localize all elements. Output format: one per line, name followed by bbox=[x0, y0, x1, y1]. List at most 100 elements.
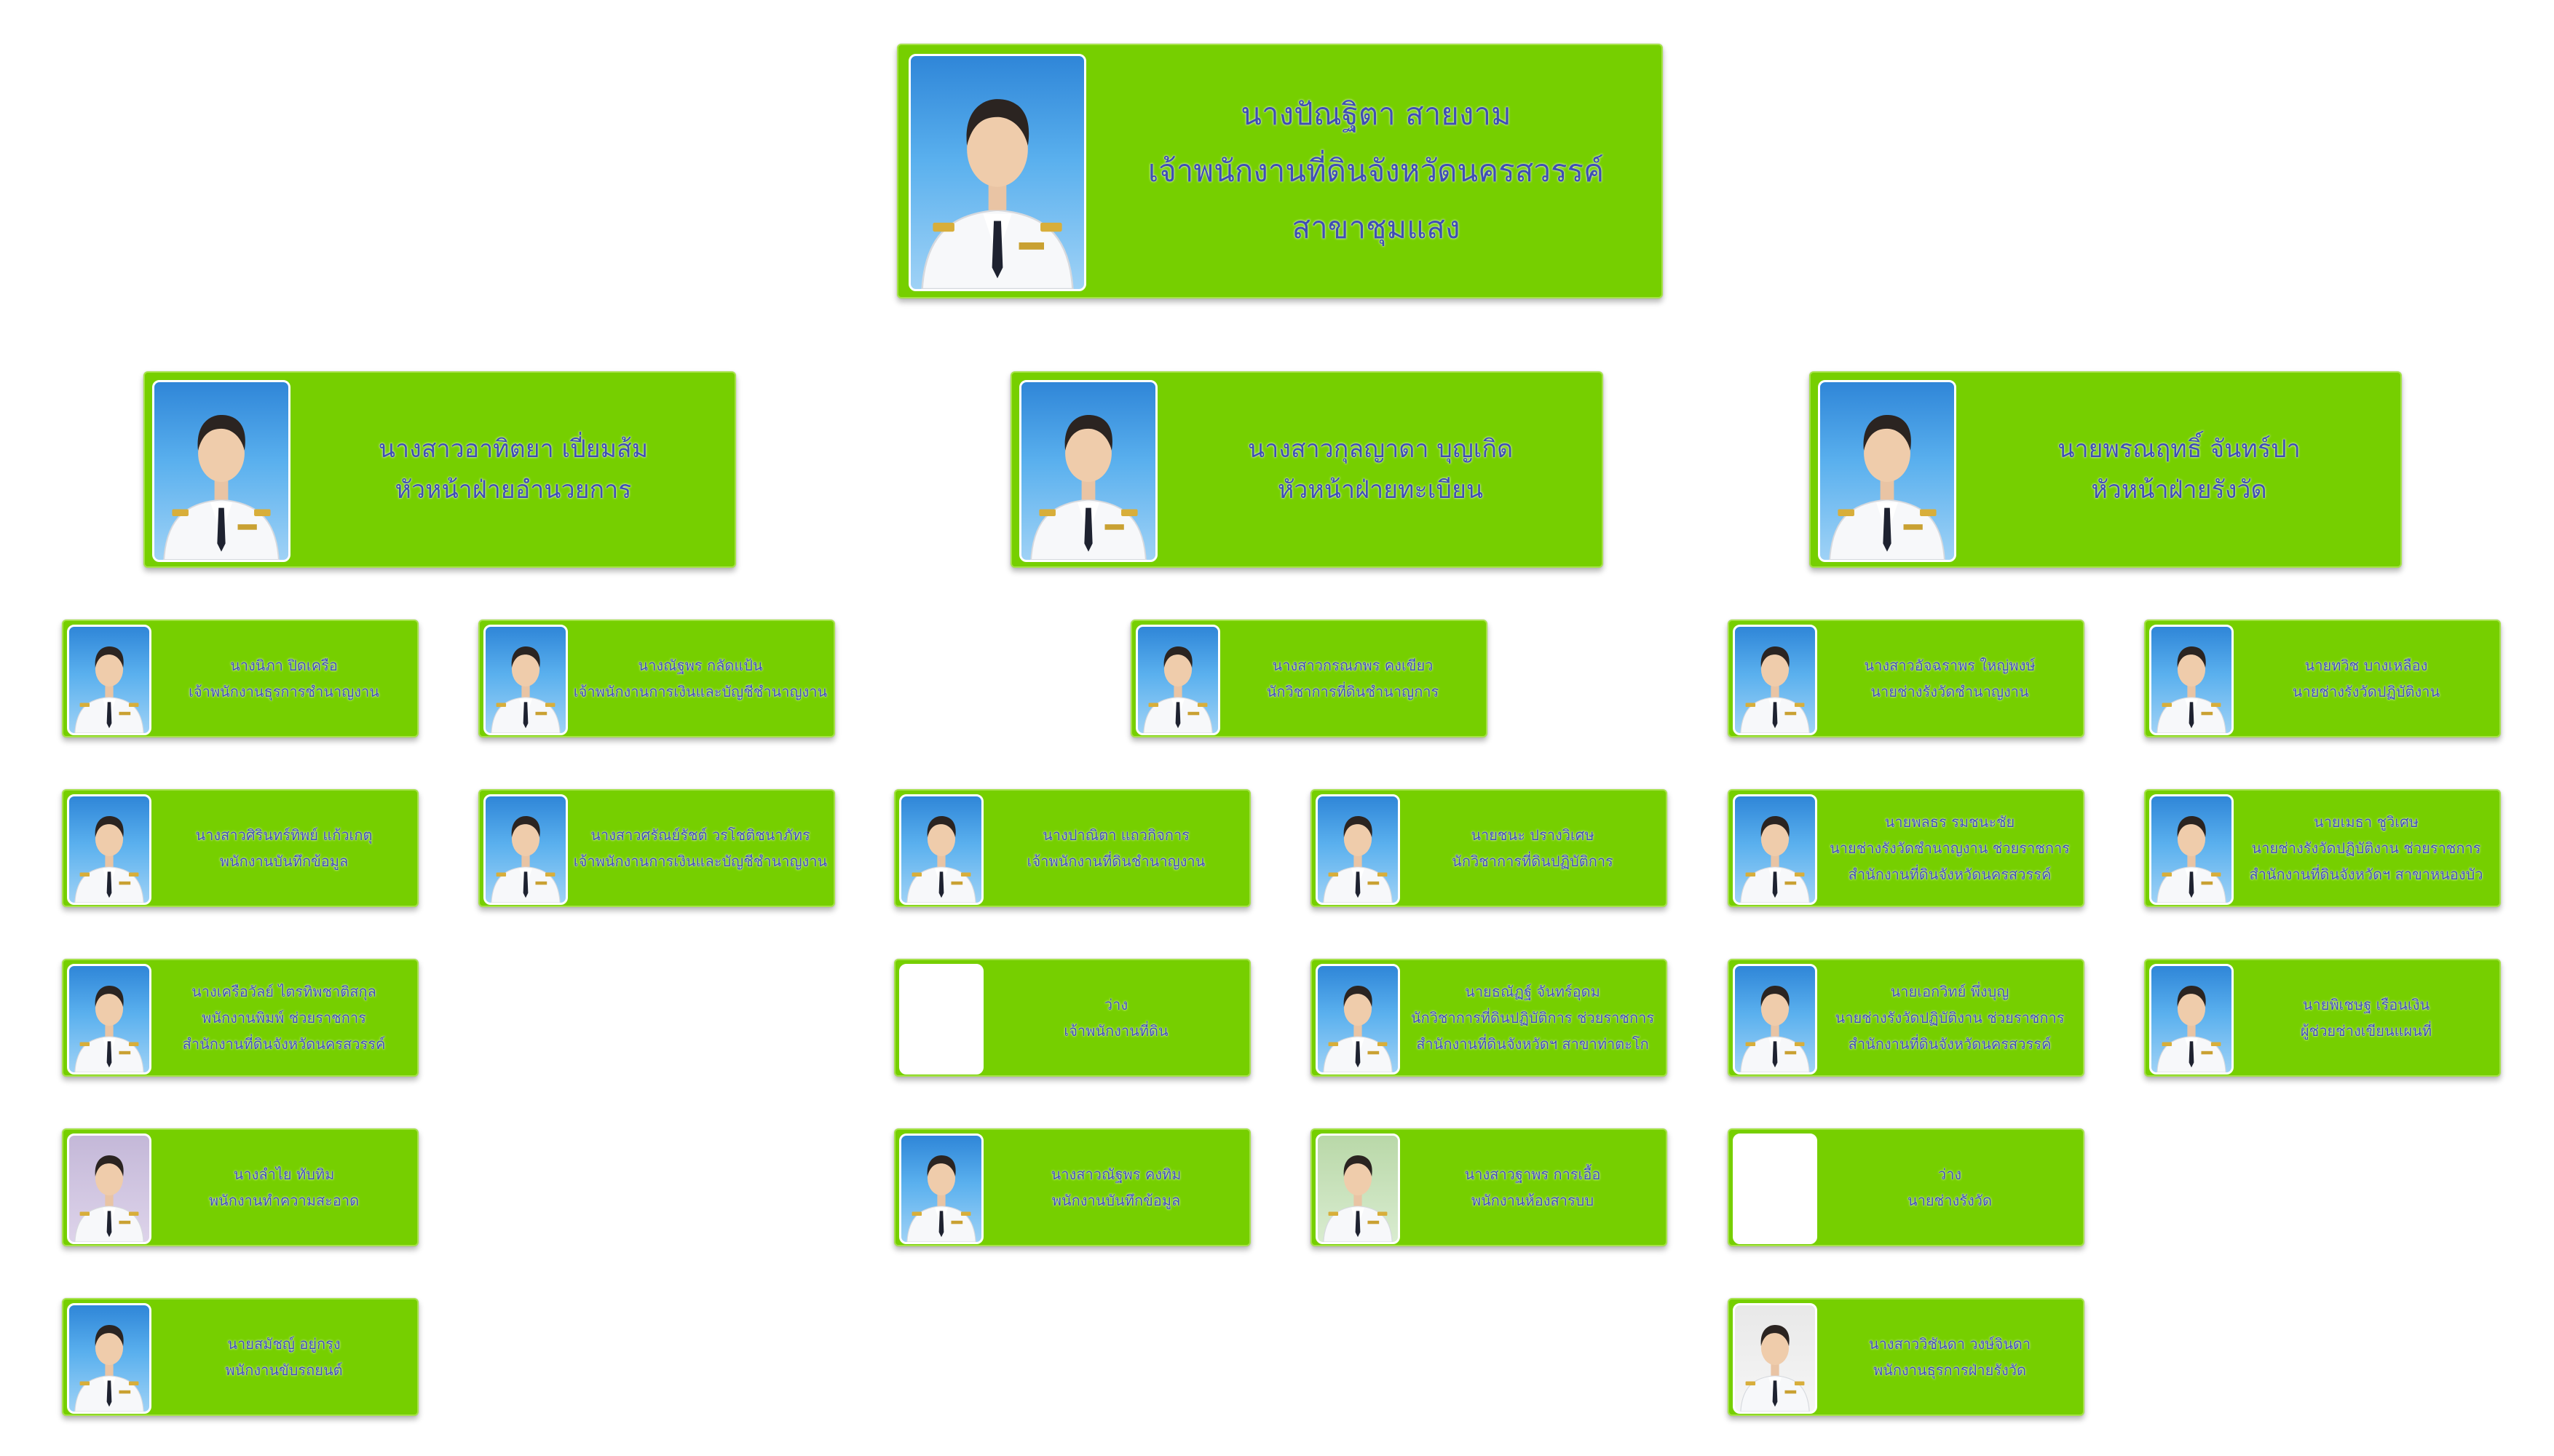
head-card: นางปัณฐิตา สายงาม เจ้าพนักงานที่ดินจังหว… bbox=[897, 44, 1663, 298]
position: พนักงานขับรถยนต์ bbox=[225, 1361, 343, 1379]
person-name: ว่าง bbox=[1937, 1166, 1962, 1183]
staff-card: นางสาวอัจฉราพร ใหญ่พงษ์ นายช่างรังวัดชำน… bbox=[1728, 620, 2084, 737]
section-card-registration: นางสาวกุลญาดา บุญเกิด หัวหน้าฝ่ายทะเบียน bbox=[1011, 371, 1603, 568]
position: พนักงานบันทึกข้อมูล bbox=[1051, 1192, 1181, 1209]
position: นายช่างรังวัดปฏิบัติงาน bbox=[2292, 683, 2440, 700]
person-photo bbox=[1733, 794, 1817, 905]
staff-card: นายทวิช บางเหลือง นายช่างรังวัดปฏิบัติงา… bbox=[2144, 620, 2501, 737]
person-photo bbox=[1818, 380, 1956, 562]
person-name: นายธณัฏฐ์ จันทร์อุดม bbox=[1465, 983, 1600, 1000]
person-name: นายพรณฤทธิ์ จันทร์ปา bbox=[2057, 434, 2301, 464]
person-photo bbox=[152, 380, 290, 562]
position: พนักงานบันทึกข้อมูล bbox=[219, 852, 349, 870]
staff-card: นายพิเชษฐ เรือนเงิน ผู้ช่วยช่างเขียนแผนท… bbox=[2144, 959, 2501, 1077]
position: หัวหน้าฝ่ายรังวัด bbox=[2091, 475, 2267, 505]
staff-card: นางเครือวัลย์ ไตรทิพชาติสกุล พนักงานพิมพ… bbox=[62, 959, 419, 1077]
head-text: นางปัณฐิตา สายงาม เจ้าพนักงานที่ดินจังหว… bbox=[1095, 45, 1657, 297]
person-name: นางปาณิตา แถวกิจการ bbox=[1043, 826, 1190, 844]
person-photo bbox=[67, 1303, 151, 1414]
section-card-survey: นายพรณฤทธิ์ จันทร์ปา หัวหน้าฝ่ายรังวัด bbox=[1809, 371, 2402, 568]
position: นักวิชาการที่ดินชำนาญการ bbox=[1266, 683, 1439, 700]
staff-card: นายสมัชญ์ อยู่กรุง พนักงานขับรถยนต์ bbox=[62, 1298, 419, 1416]
person-photo bbox=[67, 625, 151, 735]
person-name: นางสาวณัฐพร คงทิม bbox=[1051, 1166, 1182, 1183]
position: สำนักงานที่ดินจังหวัดฯ สาขาท่าตะโก bbox=[1416, 1035, 1649, 1053]
staff-card: นางสาวฐาพร การเอื้อ พนักงานห้องสารบบ bbox=[1310, 1128, 1667, 1246]
position: พนักงานพิมพ์ ช่วยราชการ bbox=[202, 1009, 366, 1026]
position: สาขาชุมแสง bbox=[1292, 209, 1460, 245]
staff-card: นางสาวณัฐพร คงทิม พนักงานบันทึกข้อมูล bbox=[894, 1128, 1251, 1246]
position: เจ้าพนักงานธุรการชำนาญงาน bbox=[189, 683, 379, 700]
person-photo bbox=[899, 1133, 984, 1244]
person-name: ว่าง bbox=[1104, 996, 1128, 1013]
person-name: นางสาวอาทิตยา เปี่ยมส้ม bbox=[378, 434, 649, 464]
person-name: นายชนะ ปรางวิเศษ bbox=[1471, 826, 1594, 844]
person-name: นายเมธา ชูวิเศษ bbox=[2314, 813, 2419, 831]
person-name: นางสาวอัจฉราพร ใหญ่พงษ์ bbox=[1864, 657, 2036, 674]
person-name: นางสาวกุลญาดา บุญเกิด bbox=[1247, 434, 1514, 464]
position: ผู้ช่วยช่างเขียนแผนที่ bbox=[2300, 1022, 2432, 1040]
person-name: นายพลธร รมชนะชัย bbox=[1884, 813, 2015, 831]
person-name: นางลำไย ทับทิม bbox=[233, 1166, 335, 1183]
person-photo bbox=[1316, 794, 1400, 905]
position: เจ้าพนักงานการเงินและบัญชีชำนาญงาน bbox=[573, 683, 828, 700]
person-photo bbox=[2149, 625, 2234, 735]
staff-card: นายเอกวิทย์ พึ่งบุญ นายช่างรังวัดปฏิบัติ… bbox=[1728, 959, 2084, 1077]
position: นักวิชาการที่ดินปฏิบัติการ ช่วยราชการ bbox=[1410, 1009, 1655, 1026]
staff-card: นางนิภา ปิดเครือ เจ้าพนักงานธุรการชำนาญง… bbox=[62, 620, 419, 737]
person-photo bbox=[1733, 1303, 1817, 1414]
person-photo bbox=[67, 1133, 151, 1244]
staff-card: นางสาววิชันดา วงษ์จินดา พนักงานธุรการฝ่า… bbox=[1728, 1298, 2084, 1416]
staff-card: ว่าง เจ้าพนักงานที่ดิน bbox=[894, 959, 1251, 1077]
staff-card: นายพลธร รมชนะชัย นายช่างรังวัดชำนาญงาน ช… bbox=[1728, 789, 2084, 907]
person-photo bbox=[899, 794, 984, 905]
position: เจ้าพนักงานการเงินและบัญชีชำนาญงาน bbox=[573, 852, 828, 870]
person-photo bbox=[67, 794, 151, 905]
staff-card: นายชนะ ปรางวิเศษ นักวิชาการที่ดินปฏิบัติ… bbox=[1310, 789, 1667, 907]
person-name: นางสาววิชันดา วงษ์จินดา bbox=[1868, 1335, 2031, 1353]
person-name: นางณัฐพร กลัดแป้น bbox=[638, 657, 763, 674]
position: สำนักงานที่ดินจังหวัดนครสวรรค์ bbox=[182, 1035, 386, 1053]
position: หัวหน้าฝ่ายทะเบียน bbox=[1277, 475, 1484, 505]
position: สำนักงานที่ดินจังหวัดนครสวรรค์ bbox=[1848, 866, 2052, 883]
position: สำนักงานที่ดินจังหวัดนครสวรรค์ bbox=[1848, 1035, 2052, 1053]
person-photo bbox=[2149, 964, 2234, 1075]
person-photo bbox=[1316, 964, 1400, 1075]
staff-card: นางสาวกรณภพร คงเขียว นักวิชาการที่ดินชำน… bbox=[1131, 620, 1487, 737]
person-name: นายเอกวิทย์ พึ่งบุญ bbox=[1890, 983, 2009, 1000]
person-photo bbox=[1019, 380, 1158, 562]
position: นายช่างรังวัด bbox=[1907, 1192, 1992, 1209]
position: นายช่างรังวัดปฏิบัติงาน ช่วยราชการ bbox=[2251, 839, 2481, 857]
person-name: นางสาวศรัณย์รัชต์ วรโชติชนาภัทร bbox=[590, 826, 810, 844]
vacant-photo-placeholder bbox=[899, 964, 984, 1075]
person-photo bbox=[67, 964, 151, 1075]
person-name: นายทวิช บางเหลือง bbox=[2304, 657, 2428, 674]
staff-card: นางณัฐพร กลัดแป้น เจ้าพนักงานการเงินและบ… bbox=[478, 620, 835, 737]
staff-card: นางลำไย ทับทิม พนักงานทำความสะอาด bbox=[62, 1128, 419, 1246]
staff-card: นายเมธา ชูวิเศษ นายช่างรังวัดปฏิบัติงาน … bbox=[2144, 789, 2501, 907]
vacant-photo-placeholder bbox=[1733, 1133, 1817, 1244]
position: นายช่างรังวัดชำนาญงาน bbox=[1870, 683, 2029, 700]
person-name: นางเครือวัลย์ ไตรทิพชาติสกุล bbox=[191, 983, 376, 1000]
position: นายช่างรังวัดปฏิบัติงาน ช่วยราชการ bbox=[1835, 1009, 2065, 1026]
person-photo bbox=[483, 625, 568, 735]
position: เจ้าพนักงานที่ดิน bbox=[1064, 1022, 1169, 1040]
person-photo bbox=[1316, 1133, 1400, 1244]
position: พนักงานทำความสะอาด bbox=[208, 1192, 360, 1209]
person-name: นายสมัชญ์ อยู่กรุง bbox=[227, 1335, 341, 1353]
person-photo bbox=[1733, 625, 1817, 735]
person-name: นายพิเชษฐ เรือนเงิน bbox=[2302, 996, 2430, 1013]
person-name: นางสาวกรณภพร คงเขียว bbox=[1272, 657, 1434, 674]
person-photo bbox=[1733, 964, 1817, 1075]
staff-card: นายธณัฏฐ์ จันทร์อุดม นักวิชาการที่ดินปฏิ… bbox=[1310, 959, 1667, 1077]
head-photo bbox=[909, 54, 1086, 291]
position: หัวหน้าฝ่ายอำนวยการ bbox=[395, 475, 632, 505]
staff-card: นางสาวศรัณย์รัชต์ วรโชติชนาภัทร เจ้าพนัก… bbox=[478, 789, 835, 907]
staff-card: นางสาวศิรินทร์ทิพย์ แก้วเกตุ พนักงานบันท… bbox=[62, 789, 419, 907]
person-name: นางสาวศิรินทร์ทิพย์ แก้วเกตุ bbox=[195, 826, 373, 844]
person-photo bbox=[2149, 794, 2234, 905]
position: พนักงานธุรการฝ่ายรังวัด bbox=[1873, 1361, 2027, 1379]
person-photo bbox=[483, 794, 568, 905]
position: นักวิชาการที่ดินปฏิบัติการ bbox=[1452, 852, 1613, 870]
position: พนักงานห้องสารบบ bbox=[1471, 1192, 1594, 1209]
